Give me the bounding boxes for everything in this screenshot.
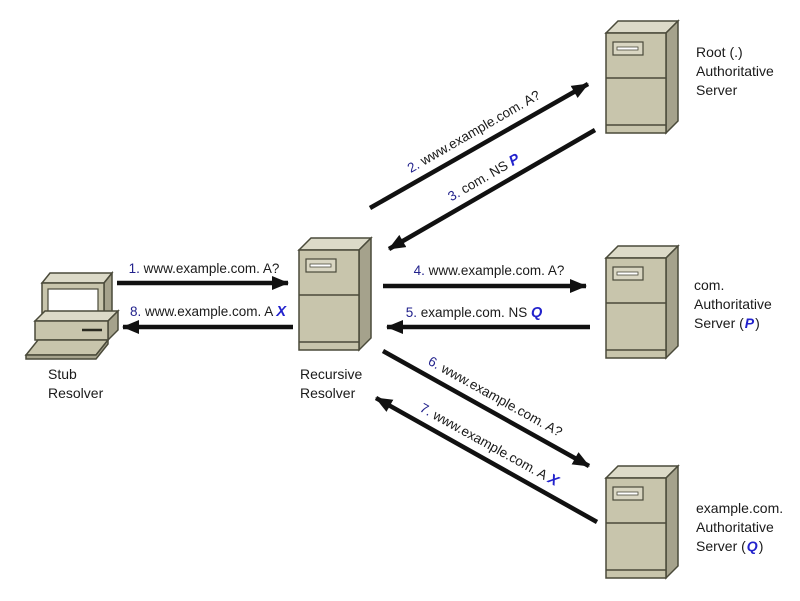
label-line: com. [694, 277, 725, 293]
message-label-1: 1. www.example.com. A? [129, 261, 280, 277]
desktop-computer-icon [24, 270, 120, 360]
message-text: www.example.com. A? [139, 261, 280, 276]
label-line: example.com. [696, 500, 784, 516]
label-line: Server (P) [694, 315, 760, 331]
message-label-4: 4. www.example.com. A? [414, 263, 565, 279]
message-number: 8. [130, 304, 142, 319]
server-id-emphasis [737, 82, 739, 98]
message-text: www.example.com. A? [424, 263, 565, 278]
label-line: Root (.) [696, 44, 743, 60]
recursive-resolver-label: Recursive Resolver [300, 365, 362, 403]
label-line: Authoritative [696, 63, 774, 79]
label-line: Recursive [300, 366, 363, 382]
root-authoritative-server-label: Root (.) Authoritative Server [696, 43, 774, 100]
message-label-8: 8. www.example.com. A X [130, 304, 286, 320]
label-line: Server (Q) [696, 538, 764, 554]
message-emphasis: Q [531, 305, 543, 321]
server-tower-icon-recursive [298, 237, 372, 351]
stub-resolver-label: Stub Resolver [48, 365, 103, 403]
server-id-emphasis: P [744, 315, 755, 331]
label-line: Resolver [300, 385, 356, 401]
example-authoritative-server-label: example.com. Authoritative Server (Q) [696, 499, 783, 556]
message-label-5: 5. example.com. NS Q [406, 305, 543, 321]
label-line: Stub [48, 366, 77, 382]
message-text: www.example.com. A [141, 304, 277, 319]
server-id-emphasis: Q [746, 538, 758, 554]
arrow-query-2 [368, 82, 590, 210]
arrow-query-6 [381, 349, 591, 468]
message-number: 1. [128, 261, 140, 276]
message-number: 5. [405, 305, 417, 320]
arrow-response-3 [387, 128, 597, 251]
message-emphasis: X [276, 304, 286, 320]
message-number: 4. [413, 263, 425, 278]
label-line: Authoritative [696, 519, 774, 535]
message-text: example.com. NS [416, 305, 532, 320]
arrow-response-7 [374, 396, 599, 524]
server-tower-icon-root [605, 20, 679, 134]
server-tower-icon-example [605, 465, 679, 579]
label-line: Resolver [48, 385, 104, 401]
label-line: Server [696, 82, 739, 98]
com-authoritative-server-label: com. Authoritative Server (P) [694, 276, 772, 333]
server-tower-icon-com [605, 245, 679, 359]
label-line: Authoritative [694, 296, 772, 312]
